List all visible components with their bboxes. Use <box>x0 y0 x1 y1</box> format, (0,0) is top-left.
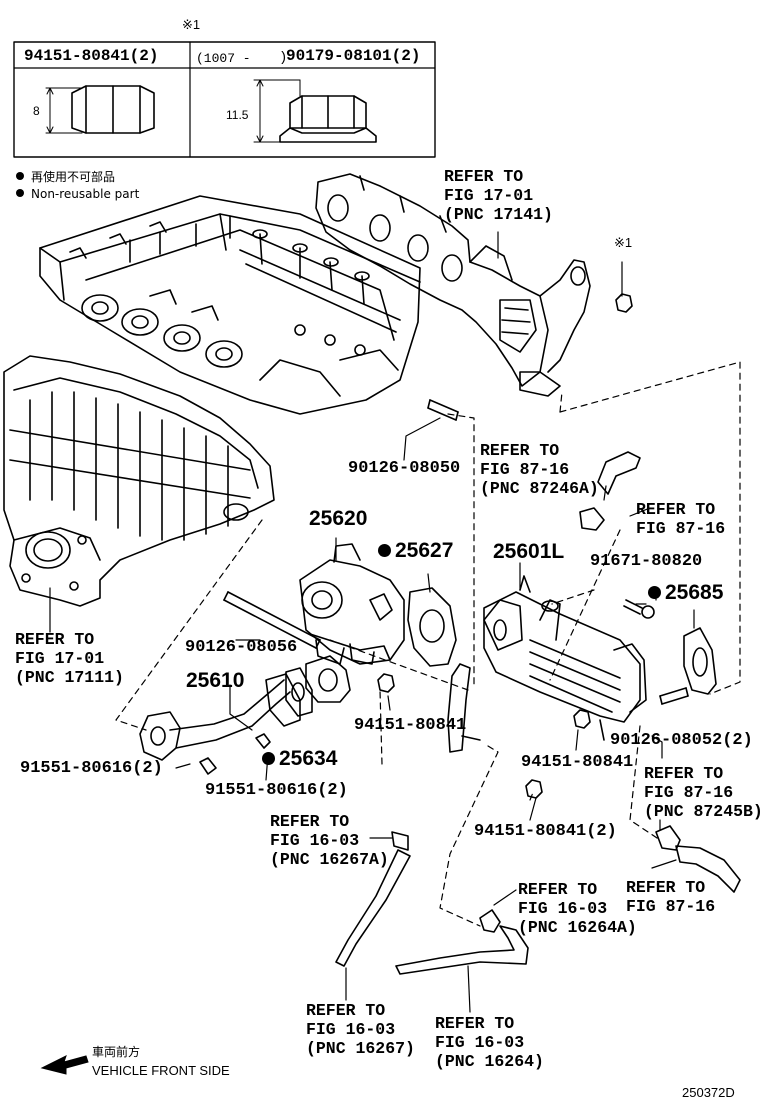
stud-90126-08056-drawing <box>223 591 321 649</box>
egr-pipe-25610-drawing <box>139 673 301 761</box>
figure-code: 250372D <box>682 1085 735 1100</box>
part-25685[interactable]: 25685 <box>648 582 723 604</box>
table-right-close: ) <box>279 50 288 66</box>
left-nut-height: 8 <box>33 104 40 118</box>
legend-en: Non-reusable part <box>16 187 139 201</box>
egr-valve-drawing <box>299 543 405 665</box>
non-reusable-dot-icon <box>648 586 661 599</box>
legend-dot-icon <box>16 189 24 197</box>
nut-drawings <box>199 293 633 799</box>
part-25620[interactable]: 25620 <box>309 507 368 530</box>
part-25610[interactable]: 25610 <box>186 669 245 692</box>
vehicle-front-en: VEHICLE FRONT SIDE <box>92 1063 230 1078</box>
gasket-25634-drawing <box>285 655 351 717</box>
exhaust-manifold-drawing <box>315 173 591 397</box>
part-25627[interactable]: 25627 <box>378 540 453 562</box>
stud-90126-08050-drawing <box>427 399 459 421</box>
legend-jp: 再使用不可部品 <box>16 170 115 184</box>
nut-left-drawing <box>45 85 155 134</box>
note-mark-nut: ※1 <box>614 235 633 250</box>
part-25634[interactable]: 25634 <box>262 748 337 770</box>
non-reusable-dot-icon <box>262 752 275 765</box>
cylinder-head-drawing <box>39 195 421 415</box>
note-mark-top: ※1 <box>182 17 201 32</box>
part-25601l[interactable]: 25601L <box>493 540 565 563</box>
part-94151-80841-b[interactable]: 94151-80841 <box>521 753 634 772</box>
stud-90126-08052-drawing <box>659 687 689 705</box>
nut-spec-table <box>13 41 436 158</box>
bolt-91671-drawing <box>623 599 655 619</box>
hose-drawings <box>335 451 741 975</box>
part-91671-80820[interactable]: 91671-80820 <box>590 552 703 571</box>
part-90126-08050[interactable]: 90126-08050 <box>348 459 461 478</box>
nut-right-drawing <box>253 79 377 143</box>
leader-lines <box>49 231 695 1013</box>
right-nut-height: 11.5 <box>226 108 249 122</box>
table-left-part: 94151-80841(2) <box>24 47 159 65</box>
part-90126-08052[interactable]: 90126-08052(2) <box>610 731 753 750</box>
part-94151-80841-a[interactable]: 94151-80841 <box>354 716 467 735</box>
gasket-25627-drawing <box>407 587 457 667</box>
front-arrow-icon <box>40 1055 89 1075</box>
table-right-part: 90179-08101(2) <box>286 47 421 65</box>
vehicle-front-jp: 車両前方 <box>92 1045 141 1059</box>
dashed-lines <box>115 361 741 927</box>
egr-cooler-drawing <box>483 575 647 741</box>
gasket-25685-drawing <box>683 627 717 695</box>
part-94151-80841-c[interactable]: 94151-80841(2) <box>474 822 617 841</box>
part-90126-08056[interactable]: 90126-08056 <box>185 638 298 657</box>
table-right-range: (1007 - <box>196 51 251 66</box>
legend-dot-icon <box>16 172 24 180</box>
non-reusable-dot-icon <box>378 544 391 557</box>
part-91551-80616-a[interactable]: 91551-80616(2) <box>20 759 163 778</box>
intake-manifold-drawing <box>3 355 275 607</box>
part-91551-80616-b[interactable]: 91551-80616(2) <box>205 781 348 800</box>
